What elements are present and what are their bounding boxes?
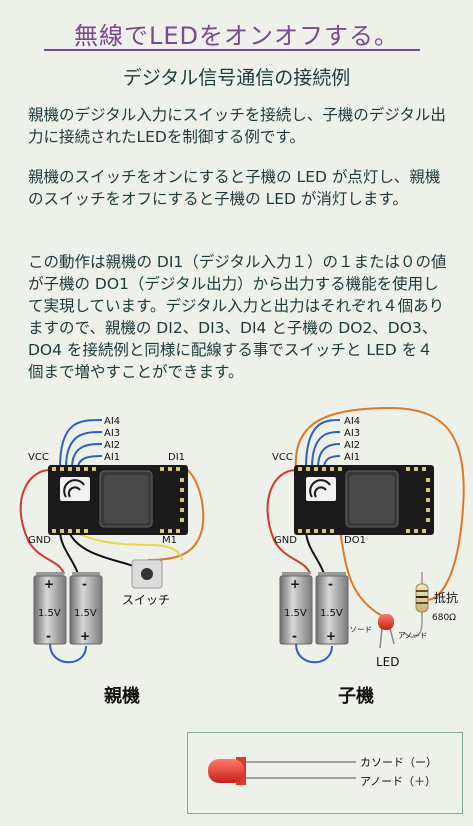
description-paragraph-2: 親機のスイッチをオンにすると子機の LED が点灯し、親機のスイッチをオフにする…: [28, 168, 441, 208]
child-caption: 子機: [338, 685, 374, 707]
child-do1-wire: [339, 529, 387, 619]
parent-battery-2: - 1.5V +: [69, 572, 103, 645]
parent-label-ai4: AI4: [104, 416, 120, 427]
page-subtitle: デジタル信号通信の接続例: [122, 67, 351, 89]
child-label-do1: DO1: [344, 535, 366, 546]
parent-board-pins: [52, 467, 184, 533]
parent-switch-button: [141, 568, 153, 580]
child-battery-2-minus: -: [328, 577, 333, 591]
child-led-label: LED: [376, 655, 400, 669]
legend-led-body: [208, 759, 244, 783]
parent-label-vcc: VCC: [28, 452, 49, 463]
child-led: [378, 614, 394, 630]
parent-label-m1: M1: [162, 535, 177, 546]
child-battery-1-plus: +: [290, 577, 300, 591]
child-unit: AI4 AI3 AI2 AI1 VCC GND DO1 抵抗 680Ω カソード…: [266, 406, 465, 707]
child-resistor-value: 680Ω: [432, 613, 456, 623]
parent-gnd-wire: [59, 529, 79, 575]
parent-vcc-wire: [19, 469, 65, 575]
child-label-ai4: AI4: [344, 416, 360, 427]
title-rule: [44, 49, 420, 51]
legend-anode-label: アノード（＋）: [360, 775, 436, 788]
parent-battery-1-plus: +: [44, 577, 54, 591]
child-resistor-lead: [403, 572, 423, 638]
parent-ai-wires: [59, 419, 103, 469]
description-paragraph-1: 親機のデジタル入力にスイッチを接続し、子機のデジタル出力に接続されたLEDを制御…: [28, 106, 446, 146]
parent-caption: 親機: [104, 685, 140, 707]
parent-chip-inner: [104, 475, 148, 523]
parent-switch-gnd-wire: [67, 529, 141, 571]
legend-cathode-label: カソード（ー）: [360, 756, 437, 769]
child-battery-2-plus: +: [326, 629, 336, 643]
legend-led: カソード（ー） アノード（＋）: [208, 756, 437, 788]
child-vcc-wire: [294, 406, 465, 601]
child-label-ai3: AI3: [344, 428, 360, 439]
parent-label-ai1: AI1: [104, 452, 120, 463]
page-title: 無線でLEDをオンオフする。: [73, 22, 399, 50]
parent-label-gnd: GND: [28, 535, 51, 546]
child-label-gnd: GND: [274, 535, 297, 546]
parent-label-di1: DI1: [168, 452, 185, 463]
parent-switch-label: スイッチ: [122, 593, 170, 607]
child-led-legs: [379, 627, 395, 649]
child-battery-1: + 1.5V -: [279, 572, 313, 645]
child-battery-1-voltage: 1.5V: [284, 608, 307, 619]
child-vcc-red-wire: [266, 469, 311, 575]
parent-di1-wire: [147, 467, 205, 561]
parent-battery-1-minus: -: [46, 629, 51, 643]
parent-m1-wire: [69, 529, 183, 561]
parent-battery-2-minus: -: [82, 577, 87, 591]
parent-unit: AI4 AI3 AI2 AI1 VCC DI1 GND M1 スイッチ + 1.…: [19, 416, 205, 707]
child-battery-2-voltage: 1.5V: [320, 608, 343, 619]
child-resistor-band-2: [416, 596, 428, 598]
parent-battery-link: [49, 643, 87, 664]
child-label-vcc: VCC: [272, 452, 293, 463]
parent-battery-1-voltage: 1.5V: [38, 608, 61, 619]
child-battery-link: [295, 643, 333, 664]
child-resistor-band-1: [416, 590, 428, 592]
child-label-ai2: AI2: [344, 440, 360, 451]
child-battery-2: - 1.5V +: [315, 572, 349, 645]
description-paragraph-3: この動作は親機の DI1（デジタル入力１）の１または０の値が子機の DO1（デジ…: [28, 253, 447, 381]
parent-battery-1: + 1.5V -: [33, 572, 67, 645]
parent-battery-2-plus: +: [80, 629, 90, 643]
child-ai-wires: [305, 419, 341, 469]
led-legend-box: [187, 732, 463, 814]
child-battery-1-minus: -: [292, 629, 297, 643]
child-resistor-label: 抵抗: [434, 590, 458, 605]
parent-label-ai3: AI3: [104, 428, 120, 439]
child-anode-label: アノード: [398, 631, 427, 640]
child-board-logo: [306, 477, 336, 501]
child-cathode-label: カソード: [342, 625, 372, 634]
parent-board-logo: [60, 477, 90, 501]
child-board-pins: [298, 467, 430, 533]
parent-label-ai2: AI2: [104, 440, 120, 451]
child-gnd-wire: [305, 529, 325, 575]
child-resistor-band-3: [416, 602, 428, 604]
child-chip-inner: [350, 475, 394, 523]
parent-battery-2-voltage: 1.5V: [74, 608, 97, 619]
child-label-ai1: AI1: [344, 452, 360, 463]
